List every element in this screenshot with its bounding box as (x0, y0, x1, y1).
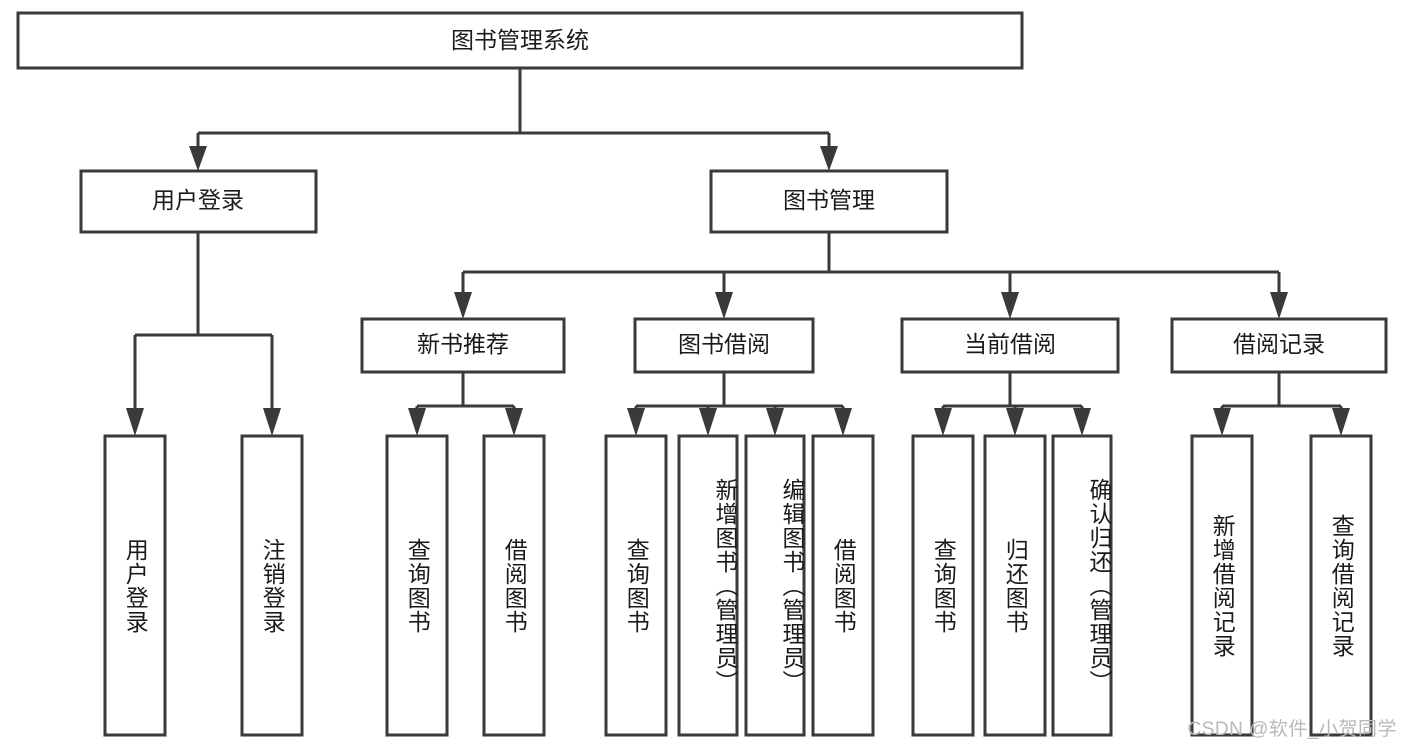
arrow-head-leaf-query-book-2 (627, 408, 645, 436)
node-label-book-borrow: 图书借阅 (678, 331, 770, 357)
arrow-head-leaf-add-borrow-record (1213, 408, 1231, 436)
node-label-borrow-record: 借阅记录 (1233, 331, 1325, 357)
node-box-leaf-add-book[interactable] (677, 434, 739, 737)
node-box-book-borrow[interactable] (633, 317, 815, 374)
node-box-leaf-query-book-1[interactable] (385, 434, 449, 737)
arrow-head-to-user-login (189, 146, 207, 171)
arrow-head-leaf-edit-book (766, 408, 784, 436)
node-book-management-system[interactable]: 图书管理系统 (16, 11, 1024, 70)
node-borrow-record[interactable]: 借阅记录 (1170, 317, 1388, 374)
node-book-borrow[interactable]: 图书借阅 (633, 317, 815, 374)
node-box-leaf-query-borrow-record[interactable] (1309, 434, 1373, 737)
node-layer: 图书管理系统 用户登录 图书管理 新书推荐 图书借阅 当前 (16, 11, 1388, 737)
node-label-root: 图书管理系统 (451, 27, 589, 53)
arrow-head-leaf-return-book (1006, 408, 1024, 436)
arrow-head-leaf-query-borrow-record (1332, 408, 1350, 436)
node-new-book-recommend[interactable]: 新书推荐 (360, 317, 566, 374)
arrow-head-new-book-recommend (454, 292, 472, 319)
arrow-head-borrow-record (1270, 292, 1288, 319)
node-label-current-borrow: 当前借阅 (964, 331, 1056, 357)
node-box-leaf-user-login[interactable] (103, 434, 167, 737)
arrow-head-leaf-query-book-1 (408, 408, 426, 436)
node-box-book-management[interactable] (709, 169, 949, 234)
node-box-borrow-record[interactable] (1170, 317, 1388, 374)
arrow-head-to-book-management (820, 146, 838, 171)
arrow-head-book-borrow (715, 292, 733, 319)
node-box-root[interactable] (16, 11, 1024, 70)
node-box-leaf-query-book-2[interactable] (604, 434, 668, 737)
node-book-management[interactable]: 图书管理 (709, 169, 949, 234)
node-box-leaf-logout-login[interactable] (240, 434, 304, 737)
node-box-leaf-confirm-return[interactable] (1051, 434, 1113, 737)
arrow-head-leaf-confirm-return (1073, 408, 1091, 436)
node-box-leaf-borrow-book-2[interactable] (811, 434, 875, 737)
arrow-head-leaf-user-login (126, 408, 144, 436)
arrow-head-leaf-logout-login (263, 408, 281, 436)
node-box-leaf-query-book-3[interactable] (911, 434, 975, 737)
arrow-head-leaf-borrow-book-1 (505, 408, 523, 436)
node-box-current-borrow[interactable] (900, 317, 1120, 374)
node-box-leaf-return-book[interactable] (983, 434, 1047, 737)
csdn-watermark: CSDN @软件_小贺同学 (1187, 719, 1397, 740)
arrow-head-leaf-add-book (699, 408, 717, 436)
node-label-new-book-recommend: 新书推荐 (417, 331, 509, 357)
connector-layer (126, 68, 1350, 436)
node-box-leaf-edit-book[interactable] (744, 434, 806, 737)
arrow-head-current-borrow (1001, 292, 1019, 319)
node-box-new-book-recommend[interactable] (360, 317, 566, 374)
node-label-user-login: 用户登录 (152, 187, 244, 213)
node-box-leaf-borrow-book-1[interactable] (482, 434, 546, 737)
node-label-book-management: 图书管理 (783, 187, 875, 213)
node-box-user-login[interactable] (79, 169, 318, 234)
node-box-leaf-add-borrow-record[interactable] (1190, 434, 1254, 737)
node-user-login[interactable]: 用户登录 (79, 169, 318, 234)
arrow-head-leaf-borrow-book-2 (834, 408, 852, 436)
arrow-head-leaf-query-book-3 (934, 408, 952, 436)
node-current-borrow[interactable]: 当前借阅 (900, 317, 1120, 374)
